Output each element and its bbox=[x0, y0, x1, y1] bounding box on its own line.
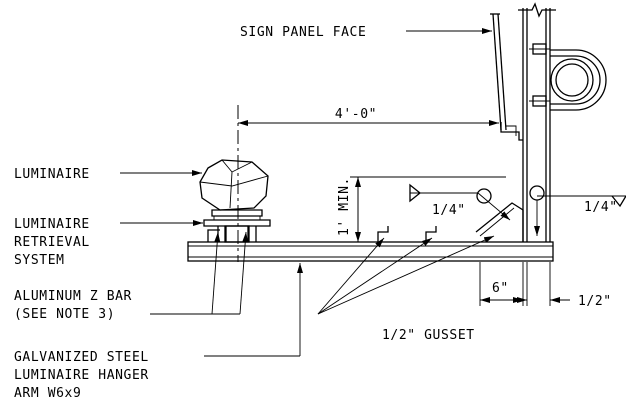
retrieval-label-line-3: SYSTEM bbox=[14, 253, 65, 268]
weld-symbol-left: 1/4" bbox=[409, 183, 511, 221]
callout-sign-panel-face: SIGN PANEL FACE bbox=[240, 25, 492, 40]
callout-luminaire-retrieval-system: LUMINAIRE RETRIEVAL SYSTEM bbox=[14, 217, 203, 268]
hanger-label-line-1: GALVANIZED STEEL bbox=[14, 350, 149, 365]
luminaire-label: LUMINAIRE bbox=[14, 167, 90, 182]
hanger-label-line-2: LUMINAIRE HANGER bbox=[14, 368, 149, 383]
zbar-label-line-2: (SEE NOTE 3) bbox=[14, 307, 115, 322]
dimension-half-inch: 1/2" bbox=[508, 262, 612, 309]
dim-half-in-label: 1/2" bbox=[578, 294, 612, 309]
sign-panel-face bbox=[490, 13, 523, 141]
zbar-label-line-1: ALUMINUM Z BAR bbox=[14, 289, 132, 304]
dim-6in-label: 6" bbox=[492, 281, 509, 296]
hanger-arm-beam bbox=[187, 241, 554, 262]
callout-gusset: 1/2" GUSSET bbox=[317, 235, 495, 343]
aluminum-z-bars bbox=[207, 226, 437, 242]
dimension-6in: 6" bbox=[479, 262, 524, 306]
dimension-4ft: 4'-0" bbox=[238, 107, 499, 126]
one-ft-min-label: 1' MIN. bbox=[337, 177, 352, 236]
retrieval-label-line-1: LUMINAIRE bbox=[14, 217, 90, 232]
gusset-plates bbox=[475, 185, 545, 242]
callout-hanger-arm: GALVANIZED STEEL LUMINAIRE HANGER ARM W6… bbox=[14, 263, 303, 401]
retrieval-label-line-2: RETRIEVAL bbox=[14, 235, 90, 250]
dim-4ft-label: 4'-0" bbox=[335, 107, 377, 122]
dimension-1ft-min: 1' MIN. bbox=[337, 176, 506, 242]
weld-left-label: 1/4" bbox=[432, 203, 466, 218]
sign-panel-face-label: SIGN PANEL FACE bbox=[240, 25, 366, 40]
pipe-clamp-assembly bbox=[529, 43, 607, 111]
weld-right-label: 1/4" bbox=[584, 200, 618, 215]
callout-aluminum-z-bar: ALUMINUM Z BAR (SEE NOTE 3) bbox=[14, 231, 249, 322]
hanger-label-line-3: ARM W6x9 bbox=[14, 386, 81, 401]
gusset-label: 1/2" GUSSET bbox=[382, 328, 475, 343]
weld-symbol-right: 1/4" bbox=[534, 195, 626, 236]
callout-luminaire: LUMINAIRE bbox=[14, 167, 202, 182]
